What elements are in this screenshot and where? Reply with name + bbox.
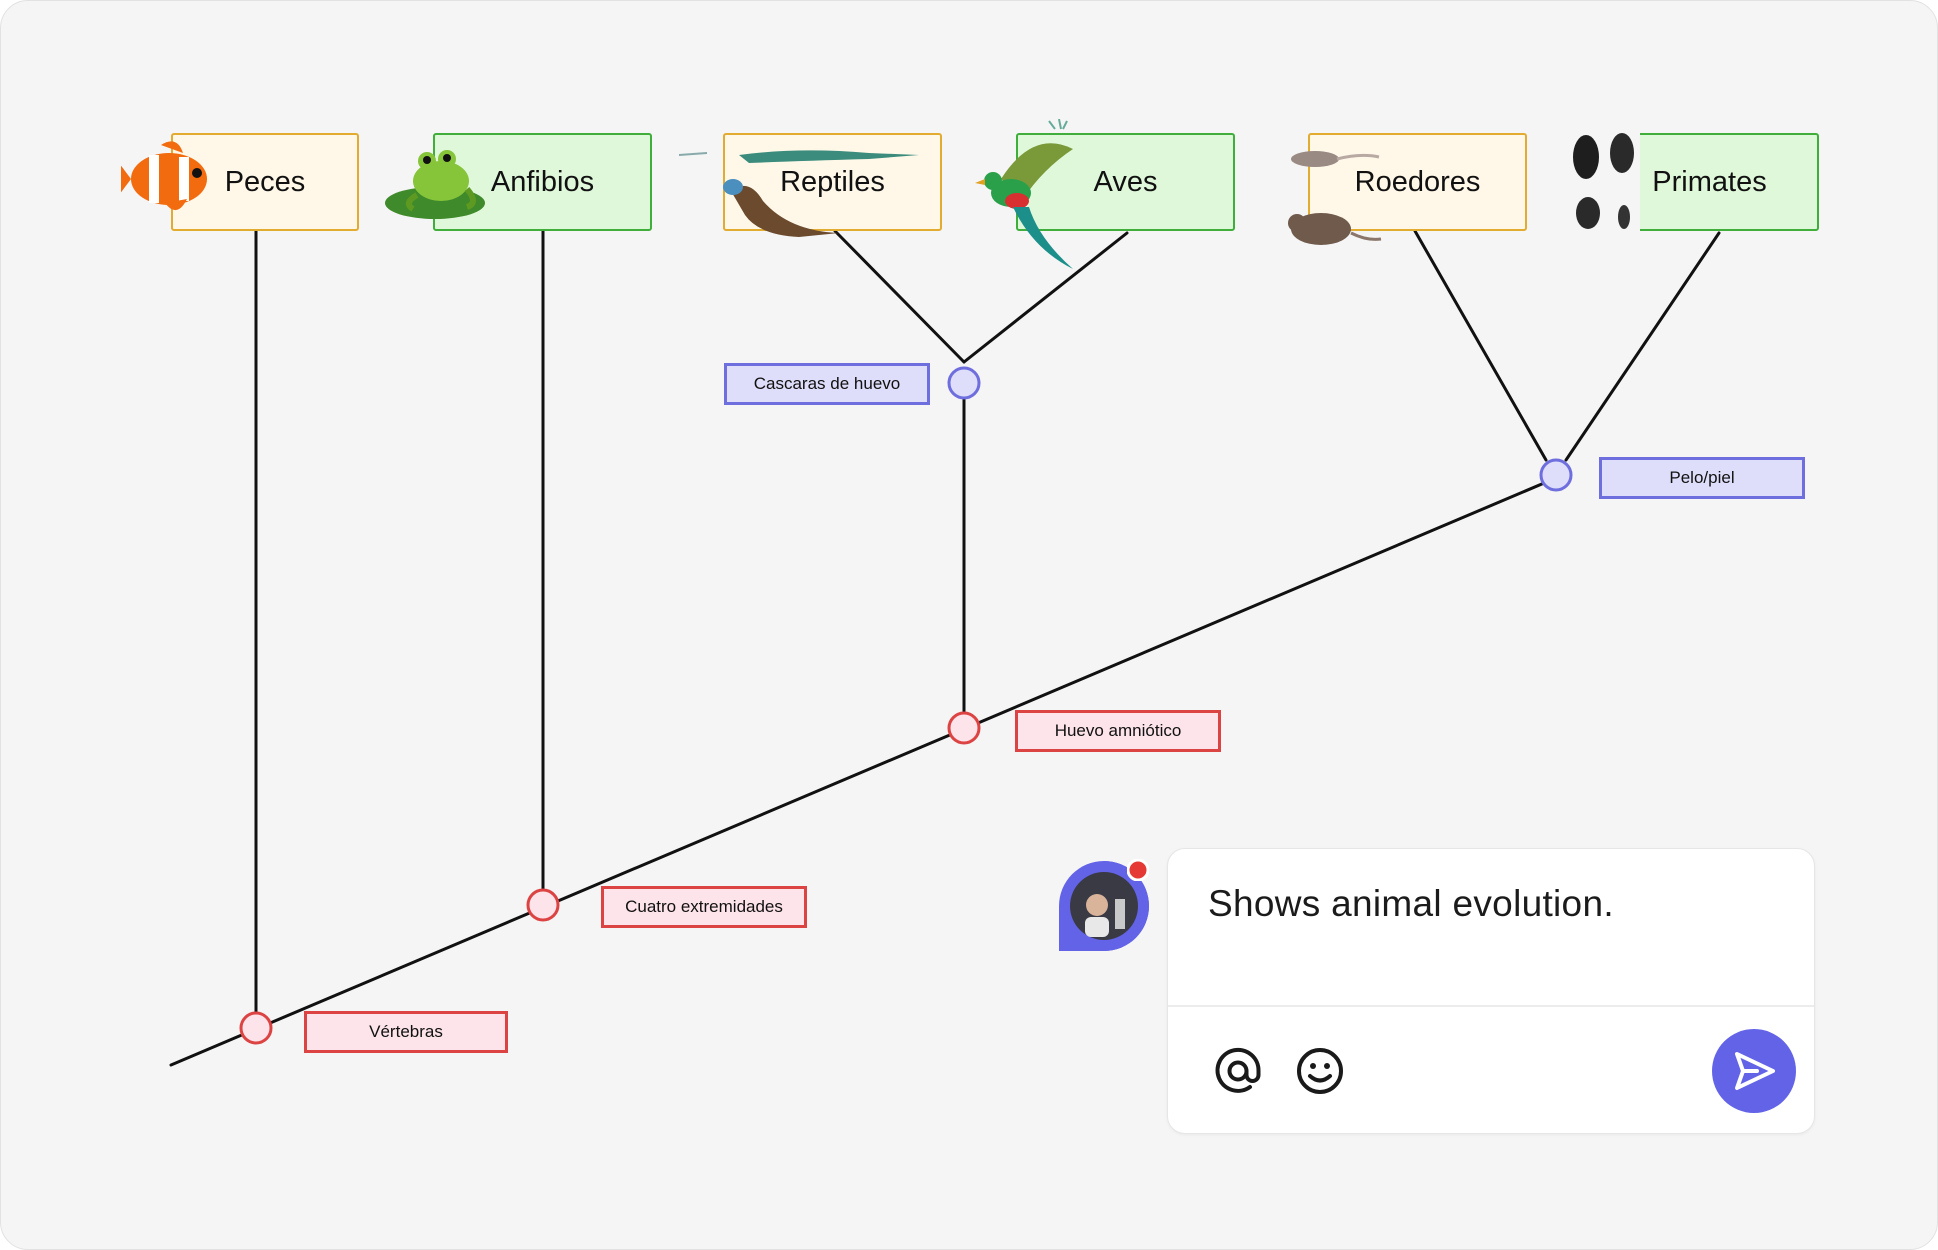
emoji-button[interactable] bbox=[1290, 1041, 1350, 1101]
taxon-roedores[interactable]: Roedores bbox=[1308, 133, 1527, 231]
taxon-anfibios[interactable]: Anfibios bbox=[433, 133, 652, 231]
node-cuatro-extremidades bbox=[526, 888, 560, 922]
frog-icon bbox=[385, 150, 485, 219]
trait-cascaras-de-huevo[interactable]: Cascaras de huevo bbox=[724, 363, 930, 405]
emoji-icon bbox=[1297, 1048, 1343, 1094]
branch-reptiles bbox=[833, 229, 966, 364]
gorilla-icon bbox=[1572, 133, 1640, 231]
clownfish-icon bbox=[121, 141, 207, 211]
taxon-label: Reptiles bbox=[780, 165, 885, 198]
taxon-label: Anfibios bbox=[490, 165, 595, 198]
avatar bbox=[1059, 861, 1149, 951]
commenter-avatar[interactable] bbox=[1057, 859, 1151, 953]
branch-aves bbox=[962, 231, 1129, 364]
node-cascaras-de-huevo bbox=[947, 366, 981, 400]
main-stem-line bbox=[169, 476, 1558, 1067]
node-huevo-amniotico bbox=[947, 711, 981, 745]
trait-cuatro-extremidades[interactable]: Cuatro extremidades bbox=[601, 886, 807, 928]
node-pelo-piel bbox=[1539, 458, 1573, 492]
trait-vertebras[interactable]: Vértebras bbox=[304, 1011, 508, 1053]
quetzal-bird-icon bbox=[975, 119, 1073, 269]
node-vertebras bbox=[239, 1011, 273, 1045]
branch-roedores bbox=[1413, 229, 1548, 462]
notification-dot-icon bbox=[1127, 859, 1149, 881]
send-icon bbox=[1735, 1052, 1775, 1090]
at-icon bbox=[1215, 1047, 1261, 1093]
comment-composer: Shows animal evolution. bbox=[1167, 848, 1815, 1134]
branch-primates bbox=[1564, 231, 1721, 462]
taxon-label: Primates bbox=[1652, 165, 1767, 198]
trait-label: Cascaras de huevo bbox=[753, 374, 901, 393]
rat-icon bbox=[1288, 151, 1382, 245]
taxon-label: Peces bbox=[224, 165, 306, 198]
trait-label: Pelo/piel bbox=[1669, 468, 1735, 487]
mention-button[interactable] bbox=[1208, 1041, 1268, 1101]
composer-divider bbox=[1168, 1005, 1814, 1007]
trait-label: Vértebras bbox=[369, 1022, 443, 1041]
trait-label: Cuatro extremidades bbox=[625, 897, 783, 916]
taxon-label: Aves bbox=[1093, 165, 1158, 198]
trait-pelo-piel[interactable]: Pelo/piel bbox=[1599, 457, 1805, 499]
taxon-label: Roedores bbox=[1354, 165, 1481, 198]
trait-label: Huevo amniótico bbox=[1054, 721, 1182, 740]
trait-huevo-amniotico[interactable]: Huevo amniótico bbox=[1015, 710, 1221, 752]
comment-text[interactable]: Shows animal evolution. bbox=[1208, 883, 1614, 924]
lizard-icon bbox=[679, 150, 919, 237]
send-button[interactable] bbox=[1712, 1029, 1796, 1113]
taxon-reptiles[interactable]: Reptiles bbox=[723, 133, 942, 231]
